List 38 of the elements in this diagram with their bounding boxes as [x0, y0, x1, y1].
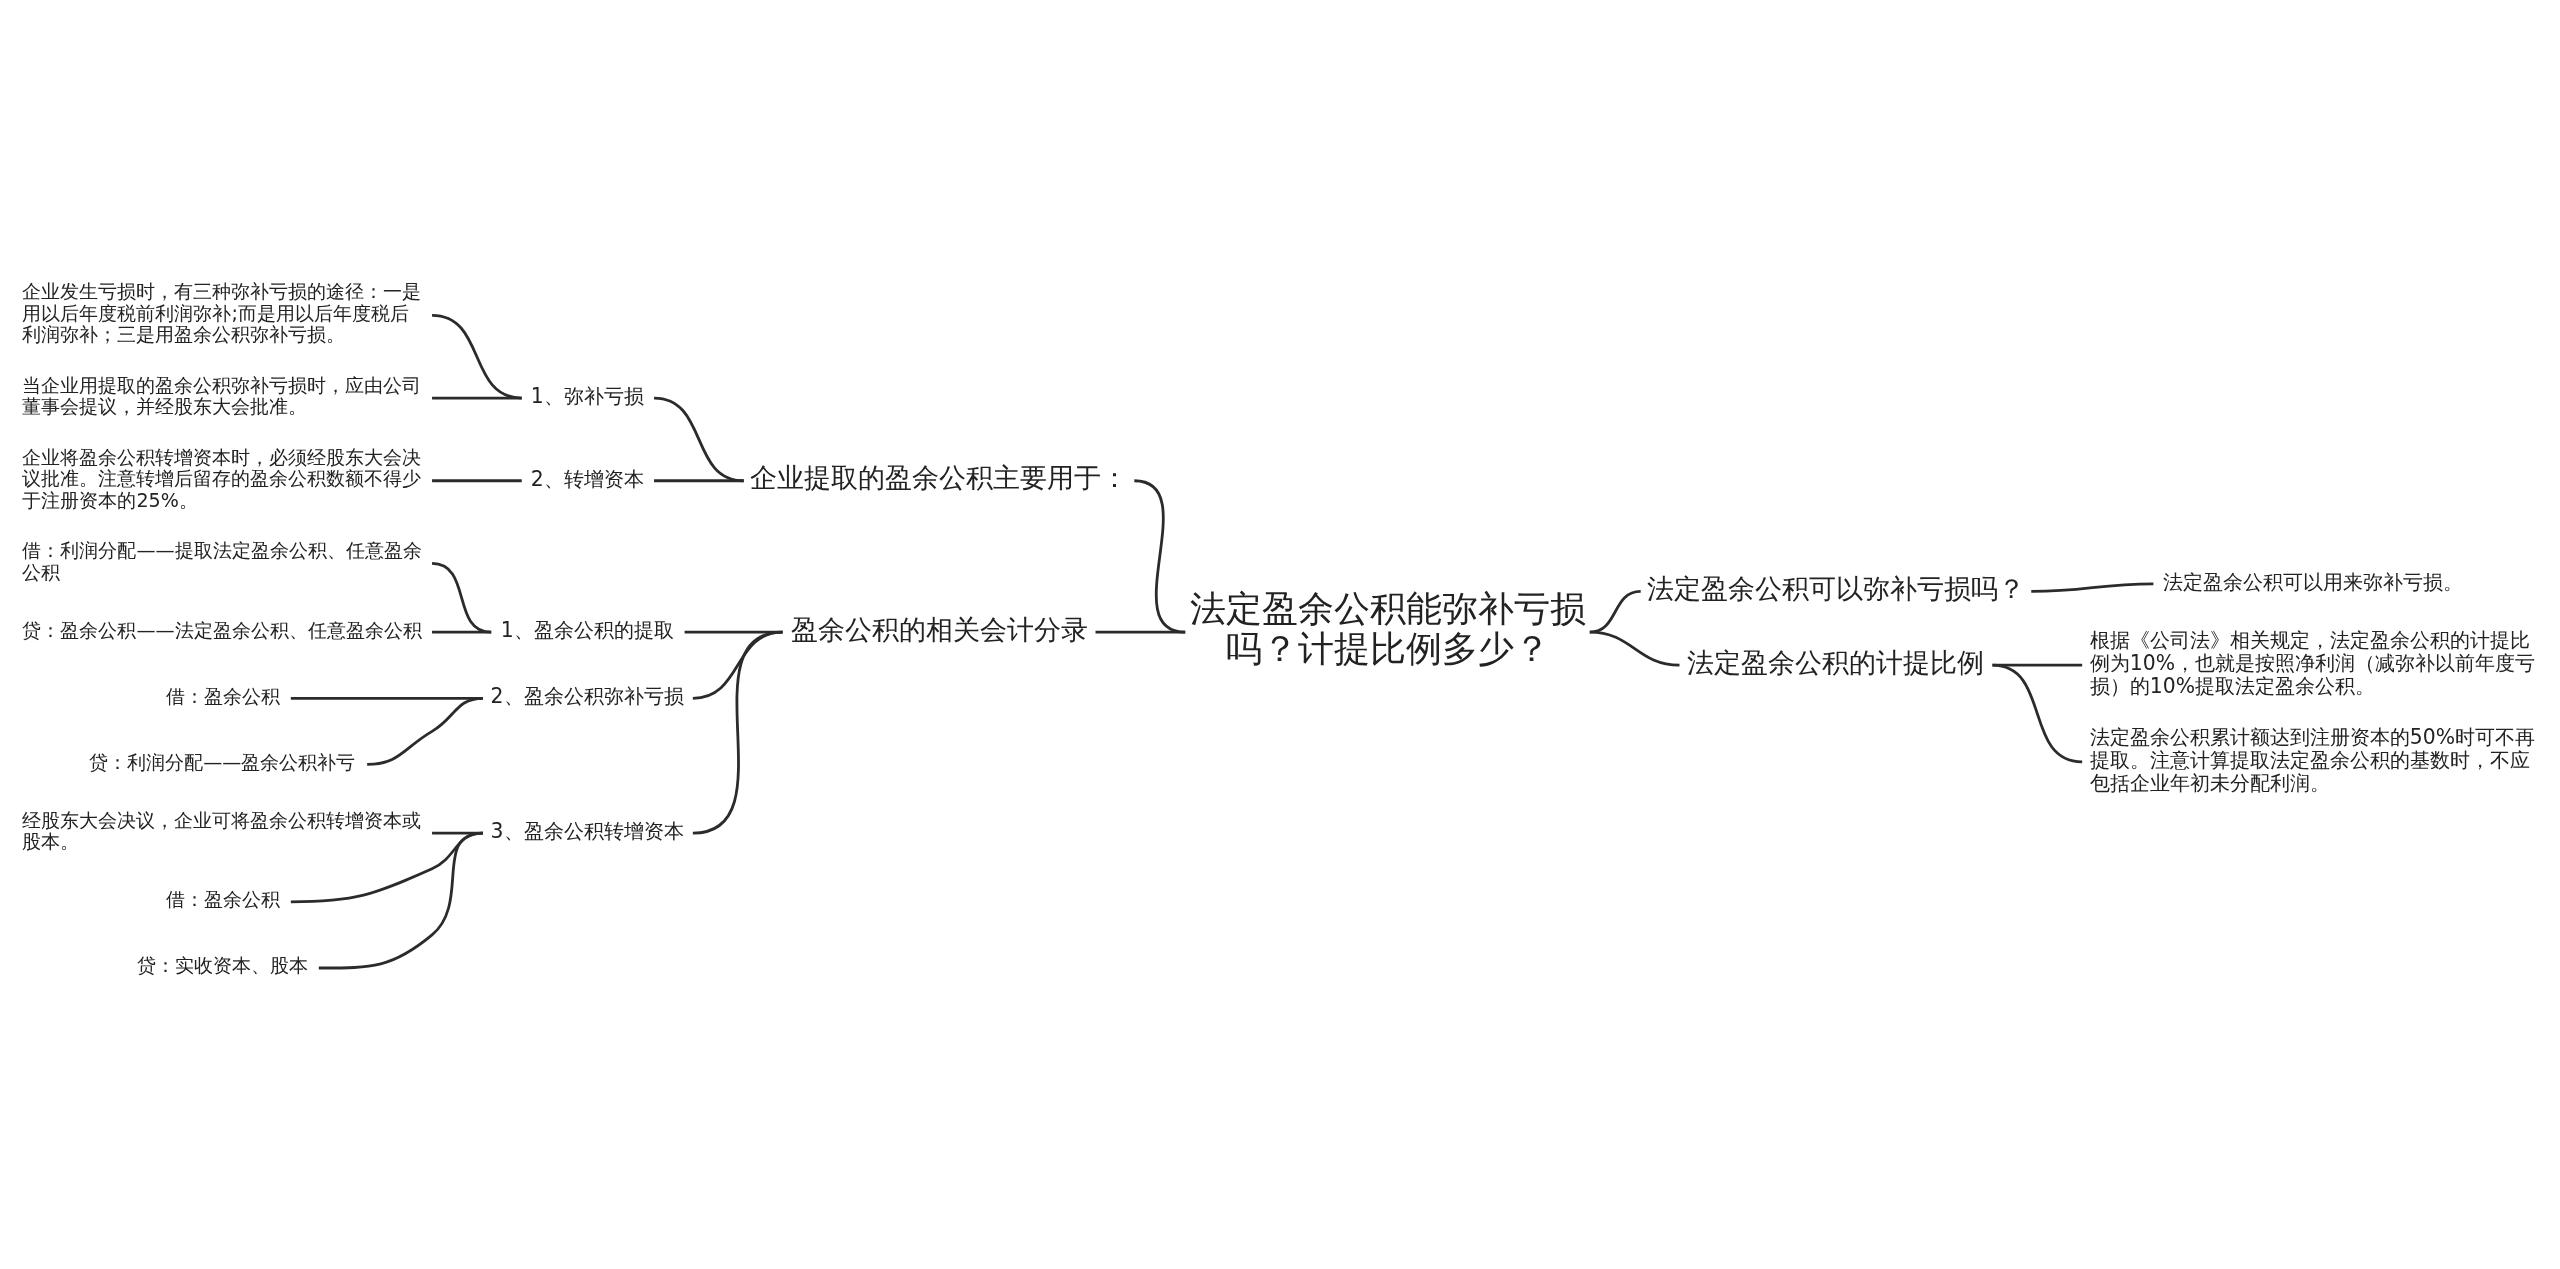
- node-text: 3、盈余公积转增资本: [490, 818, 684, 843]
- node-text: 当企业用提取的盈余公积弥补亏损时，应由公司董事会提议，并经股东大会批准。: [22, 373, 422, 417]
- node-text: 企业提取的盈余公积主要用于：: [750, 461, 1129, 493]
- connector: [432, 630, 492, 634]
- connector: [653, 396, 744, 482]
- connector: [692, 630, 783, 835]
- node-text: 法定盈余公积能弥补亏损吗？计提比例多少？: [1189, 587, 1586, 669]
- node-text: 企业将盈余公积转增资本时，必须经股东大会决议批准。注意转增后留存的盈余公积数额不得少于注册资本的25%。: [22, 445, 422, 511]
- node-text: 贷：利润分配——盈余公积补亏: [89, 750, 356, 773]
- node-text: 根据《公司法》相关规定，法定盈余公积的计提比例为10%，也就是按照净利润（减弥补以前年度亏损）的10%提取法定盈余公积。: [2089, 627, 2535, 698]
- node-text: 经股东大会决议，企业可将盈余公积转增资本或股本。: [22, 808, 422, 852]
- node-text: 1、弥补亏损: [530, 383, 644, 408]
- connector: [1589, 630, 1680, 667]
- node-text: 法定盈余公积的计提比例: [1687, 646, 1985, 678]
- node-text: 2、转增资本: [530, 466, 644, 491]
- connector: [1589, 589, 1641, 634]
- node-text: 法定盈余公积累计额达到注册资本的50%时可不再提取。注意计算提取法定盈余公积的基数时，不应包括企业年初未分配利润。: [2089, 724, 2535, 795]
- connector: [431, 313, 522, 399]
- connector: [318, 831, 484, 969]
- connector: [1095, 630, 1186, 634]
- connector: [1992, 663, 2083, 763]
- node-text: 法定盈余公积可以用来弥补亏损。: [2162, 569, 2463, 594]
- node-text: 贷：盈余公积——法定盈余公积、任意盈余公积: [22, 618, 422, 641]
- node-text: 盈余公积的相关会计分录: [790, 613, 1088, 645]
- node-text: 1、盈余公积的提取: [500, 617, 674, 642]
- connector: [432, 478, 522, 482]
- node-text: 借：盈余公积: [165, 887, 280, 910]
- connector: [431, 561, 492, 634]
- node-text: 企业发生亏损时，有三种弥补亏损的途径：一是用以后年度税前利润弥补;而是用以后年度税后利润弥补；三是用盈余公积弥补亏损。: [22, 279, 422, 345]
- connector: [432, 396, 522, 399]
- connector: [654, 478, 744, 482]
- node-text: 贷：实收资本、股本: [136, 953, 308, 976]
- connector: [2031, 581, 2154, 593]
- node-text: 借：利润分配——提取法定盈余公积、任意盈余公积: [22, 538, 422, 583]
- node-text: 2、盈余公积弥补亏损: [490, 683, 684, 708]
- node-text: 法定盈余公积可以弥补亏损吗？: [1646, 572, 2025, 604]
- node-text: 借：盈余公积: [165, 684, 280, 707]
- connector: [367, 696, 484, 766]
